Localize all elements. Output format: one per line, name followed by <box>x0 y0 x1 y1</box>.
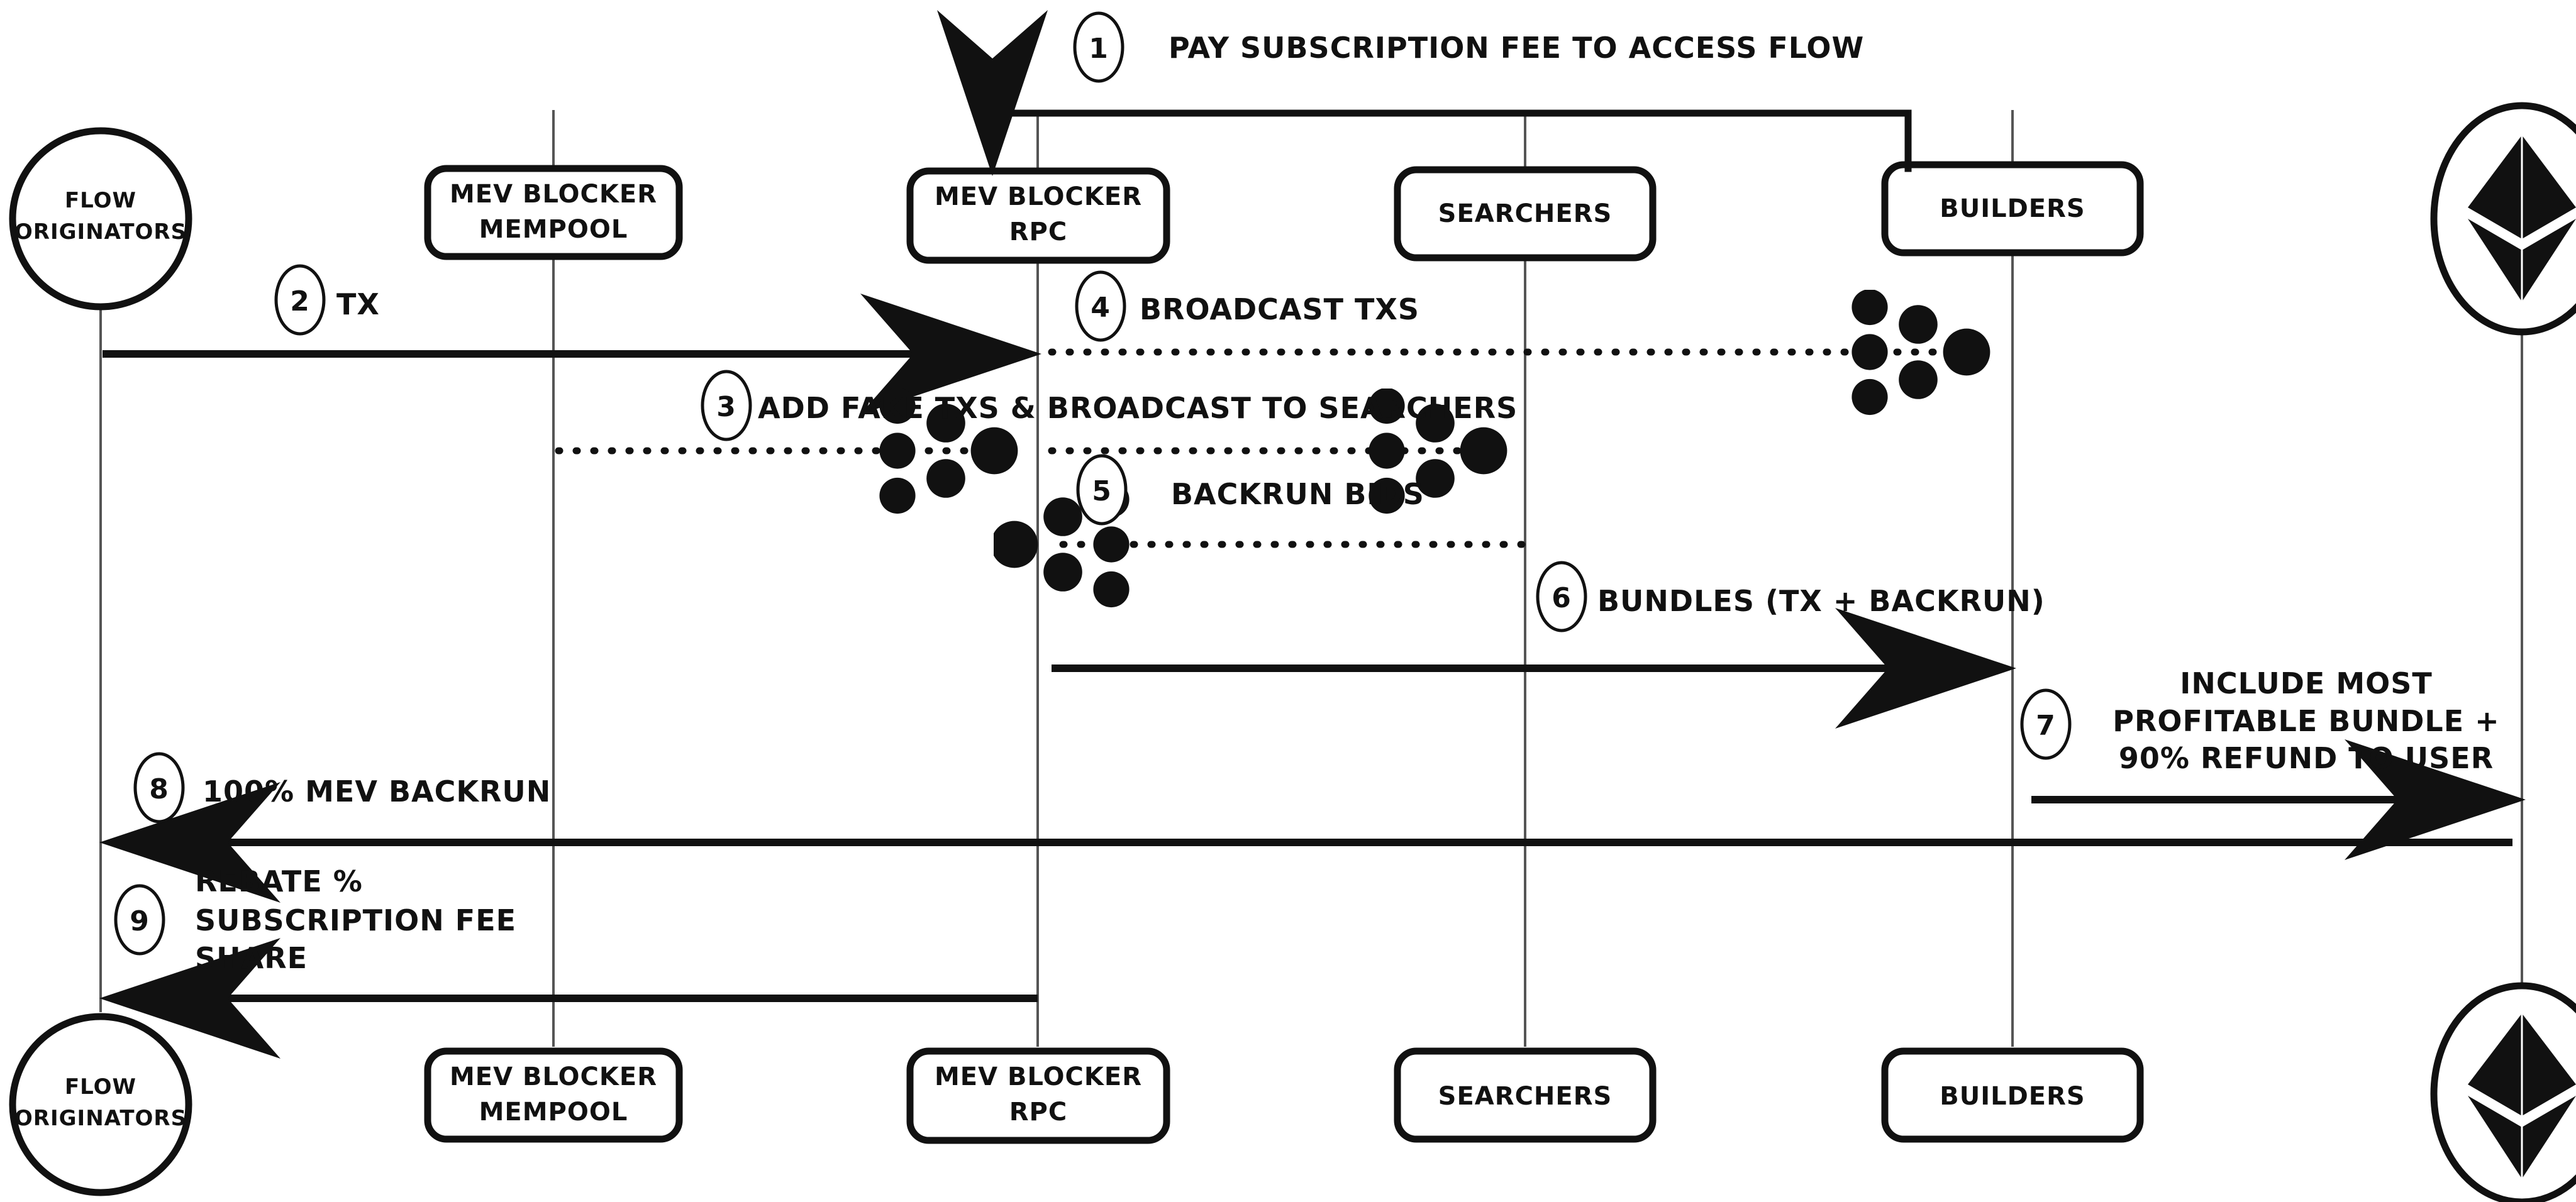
step-badge-4 <box>1075 270 1126 342</box>
step-number-6: 6 <box>1552 582 1572 614</box>
message-label-8: 100% MEV BACKRUN <box>203 775 551 808</box>
message-label-3: ADD FAKE TXS & BROADCAST TO SEARCHERS <box>758 391 1518 425</box>
actor-ellipse <box>9 127 192 311</box>
step-number-4: 4 <box>1091 292 1111 324</box>
actor-builders-bottom[interactable] <box>1881 1047 2144 1143</box>
step-badge-2 <box>274 264 326 336</box>
actor-label-mev-blocker-rpc-bottom-line1: MEV BLOCKER <box>935 1062 1142 1091</box>
actor-label-flow-originators-top-line2: ORIGINATORS <box>14 219 187 245</box>
actor-flow-originators-top[interactable] <box>9 127 192 311</box>
actor-label-mev-blocker-rpc-bottom-line2: RPC <box>1009 1098 1067 1127</box>
message-label-9-line3: SHARE <box>195 941 308 975</box>
message-label-7-line3: 90% REFUND TO USER <box>2119 741 2494 775</box>
message-label-7-line1: INCLUDE MOST <box>2180 666 2432 700</box>
actor-label-mev-blocker-mempool-bottom-line2: MEMPOOL <box>479 1098 628 1127</box>
actor-ethereum-bottom[interactable] <box>2430 982 2576 1202</box>
actor-searchers-bottom[interactable] <box>1394 1047 1657 1143</box>
step-badge-1 <box>1073 11 1124 83</box>
ethereum-logo-icon <box>2468 135 2576 302</box>
actor-box <box>906 1047 1170 1144</box>
actor-ethereum-top[interactable] <box>2430 102 2576 336</box>
actor-label-flow-originators-top-line1: FLOW <box>65 188 136 213</box>
actor-mev-blocker-mempool-top[interactable] <box>424 165 683 260</box>
actor-flow-originators-bottom[interactable] <box>9 1013 192 1196</box>
step-badge-6 <box>1536 561 1587 632</box>
actor-box <box>1881 161 2144 256</box>
actor-box <box>1881 1047 2144 1143</box>
actor-label-searchers-top: SEARCHERS <box>1438 199 1613 228</box>
message-label-7-line2: PROFITABLE BUNDLE + <box>2112 704 2499 738</box>
message-label-6: BUNDLES (TX + BACKRUN) <box>1597 584 2045 618</box>
step-badge-3 <box>701 370 752 441</box>
actor-box <box>1394 166 1657 262</box>
step-number-8: 8 <box>149 773 169 805</box>
message-label-9-line2: SUBSCRIPTION FEE <box>195 903 516 937</box>
actor-ellipse <box>9 1013 192 1196</box>
step-badges <box>114 11 2072 956</box>
step-badge-9 <box>114 884 165 956</box>
actor-box <box>1394 1047 1657 1143</box>
message-label-4: BROADCAST TXS <box>1140 292 1419 326</box>
step-number-7: 7 <box>2036 710 2056 742</box>
step-number-2: 2 <box>290 285 310 317</box>
step-badge-5 <box>1076 454 1128 526</box>
actor-label-searchers-bottom: SEARCHERS <box>1438 1082 1613 1111</box>
actor-box <box>424 1047 683 1143</box>
actor-label-builders-bottom: BUILDERS <box>1940 1082 2085 1111</box>
step-number-3: 3 <box>716 391 736 423</box>
message-label-9-line1: REBATE % <box>195 864 363 898</box>
actor-label-flow-originators-bottom-line2: ORIGINATORS <box>14 1106 187 1131</box>
actor-label-mev-blocker-rpc-top-line1: MEV BLOCKER <box>935 182 1142 211</box>
message-label-2: TX <box>336 287 380 321</box>
step-badge-8 <box>133 752 185 824</box>
step-badge-7 <box>2020 688 2072 760</box>
step-number-1: 1 <box>1089 33 1109 65</box>
actor-label-builders-top: BUILDERS <box>1940 194 2085 223</box>
message-label-5: BACKRUN BIDS <box>1171 477 1424 511</box>
step-number-9: 9 <box>130 905 150 937</box>
actor-searchers-top[interactable] <box>1394 166 1657 262</box>
ethereum-logo-icon <box>2468 1013 2576 1179</box>
actor-builders-top[interactable] <box>1881 161 2144 256</box>
actor-label-mev-blocker-mempool-top-line2: MEMPOOL <box>479 215 628 244</box>
actor-label-mev-blocker-mempool-bottom-line1: MEV BLOCKER <box>450 1062 657 1091</box>
actor-label-mev-blocker-rpc-top-line2: RPC <box>1009 218 1067 246</box>
actor-label-mev-blocker-mempool-top-line1: MEV BLOCKER <box>450 180 657 209</box>
actor-mev-blocker-rpc-bottom[interactable] <box>906 1047 1170 1144</box>
message-label-1: PAY SUBSCRIPTION FEE TO ACCESS FLOW <box>1169 31 1864 65</box>
actor-label-flow-originators-bottom-line1: FLOW <box>65 1074 136 1100</box>
actor-box <box>424 165 683 260</box>
message-1-arrow <box>937 10 1912 176</box>
step-number-5: 5 <box>1092 475 1112 507</box>
actor-mev-blocker-mempool-bottom[interactable] <box>424 1047 683 1143</box>
